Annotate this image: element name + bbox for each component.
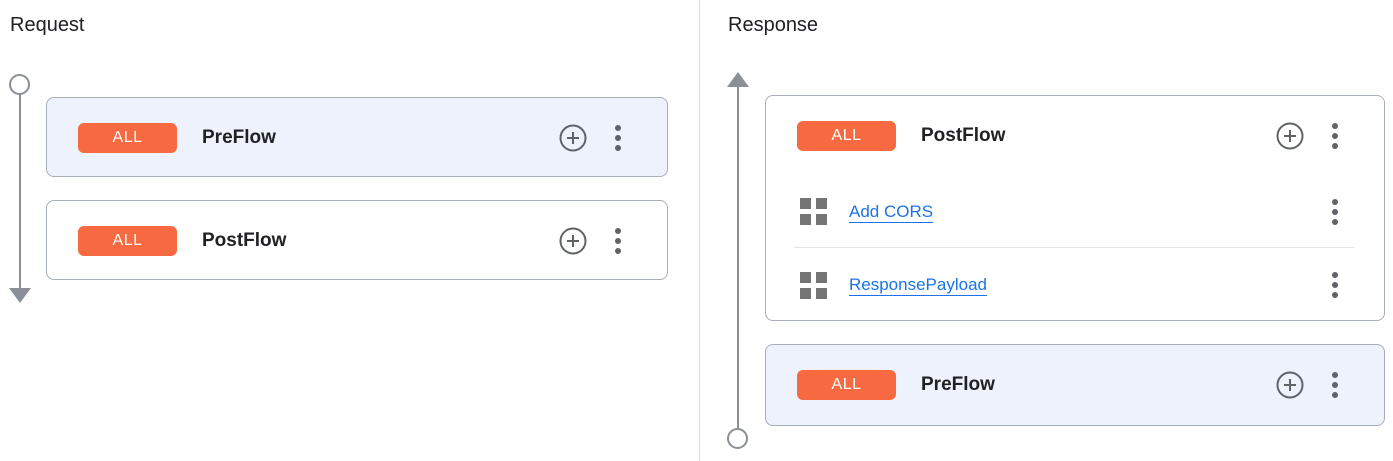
flow-title: PreFlow [202, 127, 276, 148]
arrow-up-icon [727, 72, 749, 87]
request-panel-title: Request [10, 14, 85, 36]
flow-title: PreFlow [921, 374, 995, 395]
add-policy-button[interactable] [559, 227, 587, 255]
condition-badge: ALL [78, 226, 177, 256]
policy-icon [800, 198, 827, 225]
panel-divider [699, 0, 700, 461]
add-policy-button[interactable] [1276, 371, 1304, 399]
policy-link-responsepayload[interactable]: ResponsePayload [849, 275, 987, 294]
arrow-down-icon [9, 288, 31, 303]
plus-circle-icon [559, 124, 587, 152]
response-panel-title: Response [728, 14, 819, 36]
more-options-button[interactable] [615, 125, 621, 151]
timeline-start-circle [9, 74, 30, 95]
response-postflow-card[interactable]: ALL PostFlow Add CORS ResponsePayload [765, 95, 1385, 321]
condition-badge: ALL [797, 121, 896, 151]
plus-circle-icon [1276, 371, 1304, 399]
request-timeline-line [19, 94, 21, 290]
response-preflow-row: ALL PreFlow [766, 345, 1384, 425]
condition-badge: ALL [797, 370, 896, 400]
more-options-button[interactable] [1332, 372, 1338, 398]
condition-badge: ALL [78, 123, 177, 153]
policy-row-divider [794, 247, 1354, 248]
policy-icon [800, 271, 827, 299]
add-policy-button[interactable] [559, 124, 587, 152]
flow-title: PostFlow [202, 230, 287, 251]
request-postflow-card[interactable]: ALL PostFlow [46, 200, 668, 280]
more-options-button[interactable] [1332, 198, 1338, 225]
plus-circle-icon [559, 227, 587, 255]
add-policy-button[interactable] [1276, 122, 1304, 150]
flow-title: PostFlow [921, 125, 1006, 146]
response-postflow-row: ALL PostFlow [766, 96, 1384, 176]
plus-circle-icon [1276, 122, 1304, 150]
timeline-end-circle [727, 428, 748, 449]
more-options-button[interactable] [615, 228, 621, 254]
response-preflow-card[interactable]: ALL PreFlow [765, 344, 1385, 426]
policy-row: Add CORS [766, 176, 1384, 247]
request-preflow-card[interactable]: ALL PreFlow [46, 97, 668, 177]
response-timeline-line [737, 86, 739, 429]
request-preflow-row: ALL PreFlow [47, 98, 667, 178]
policy-link-add-cors[interactable]: Add CORS [849, 201, 934, 221]
policy-row: ResponsePayload [766, 248, 1384, 322]
more-options-button[interactable] [1332, 272, 1338, 298]
request-postflow-row: ALL PostFlow [47, 201, 667, 281]
more-options-button[interactable] [1332, 123, 1338, 149]
